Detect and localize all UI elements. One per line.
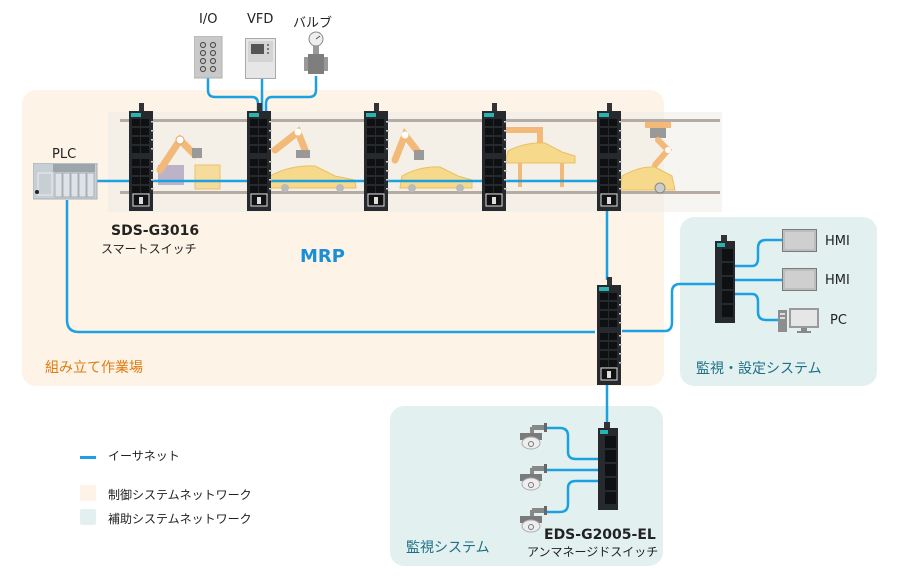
sds-g3016-switch-icon: [597, 103, 622, 211]
robot-arm-icon: [391, 127, 424, 164]
mrp-label: MRP: [300, 246, 345, 267]
car-icon: [399, 166, 473, 192]
camera1-cable: [545, 426, 600, 461]
surveillance-zone-label: 監視システム: [406, 540, 490, 556]
sds-g3016-switch-icon: [129, 103, 154, 211]
pc-label: PC: [830, 313, 847, 328]
smart-switch-model: SDS-G3016: [111, 223, 200, 239]
plc-label: PLC: [52, 147, 77, 162]
hmi-icon: [782, 268, 817, 291]
camera-icon: [520, 464, 547, 491]
plc-icon: [33, 163, 98, 200]
surveillance-switch-icon: [598, 422, 618, 510]
assembly-zone-label: 組み立て作業場: [45, 360, 143, 376]
hmi-icon: [782, 229, 817, 252]
car-icon: [267, 165, 357, 192]
pc-cable: [735, 292, 779, 322]
sds-g3016-switch-icon: [482, 103, 507, 211]
sds-g3016-switch-icon: [597, 277, 622, 385]
legend-control-swatch: [80, 485, 96, 501]
legend-auxiliary-swatch: [80, 509, 96, 525]
robot-arm-icon: [645, 122, 673, 168]
camera-icon: [520, 506, 547, 533]
sds-g3016-switch-icon: [364, 103, 389, 211]
bottom-rail: [120, 191, 720, 194]
camera-icon: [520, 423, 547, 450]
unmanaged-switch-model: EDS-G2005-EL: [544, 527, 656, 543]
io-cable: [206, 78, 260, 112]
io-module-icon: [194, 36, 223, 79]
monitor-config-zone: [680, 217, 877, 386]
car-icon: [619, 166, 676, 194]
hmi2-label: HMI: [825, 273, 850, 288]
sds-g3016-switch-icon: [247, 103, 272, 211]
plc-loop-line: [65, 200, 595, 334]
legend-control-label: 制御システムネットワーク: [108, 488, 252, 502]
car-lift-icon: [504, 127, 576, 187]
legend-ethernet-swatch: [80, 456, 96, 459]
vfd-drive-icon: [245, 38, 276, 79]
monitor-switch-icon: [715, 235, 735, 323]
hmi1-cable: [735, 238, 783, 268]
monitor-link-line: [622, 282, 716, 333]
hmi1-label: HMI: [825, 234, 850, 249]
pc-icon: [778, 308, 819, 333]
robot-arm-icon: [271, 126, 310, 158]
unmanaged-switch-desc: アンマネージドスイッチ: [527, 545, 659, 559]
monitor-config-zone-label: 監視・設定システム: [696, 361, 822, 377]
top-rail: [120, 119, 720, 122]
legend-auxiliary-label: 補助システムネットワーク: [108, 512, 252, 526]
valve-icon: [304, 31, 328, 74]
vfd-label: VFD: [247, 12, 274, 27]
valve-cable: [264, 76, 318, 112]
legend-ethernet-label: イーサネット: [108, 449, 180, 463]
valve-label: バルブ: [293, 16, 333, 31]
io-label: I/O: [199, 12, 218, 27]
smart-switch-desc: スマートスイッチ: [101, 242, 197, 256]
camera3-cable: [545, 479, 600, 514]
